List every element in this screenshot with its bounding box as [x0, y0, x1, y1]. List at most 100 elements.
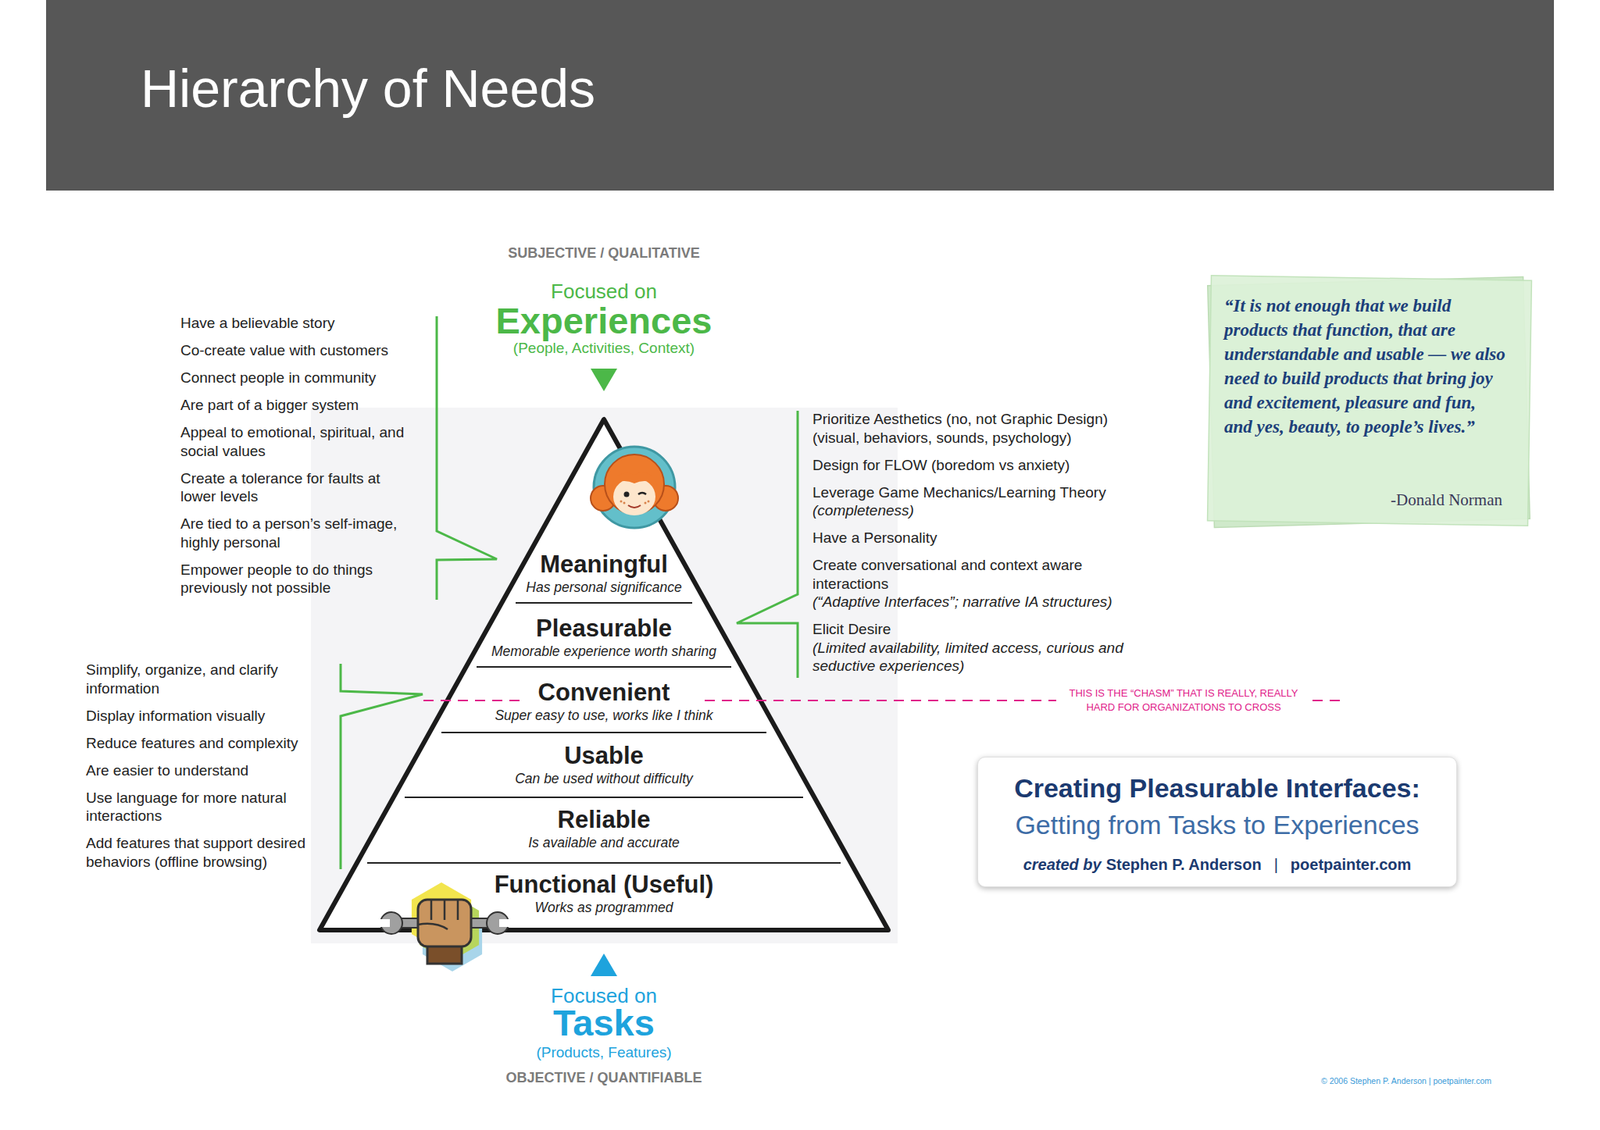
level-name: Functional (Useful) — [494, 871, 715, 900]
quote-author: -Donald Norman — [1390, 490, 1503, 510]
list-text: Leverage Game Mechanics/Learning Theory — [812, 483, 1141, 503]
focus-label: Focused on — [369, 279, 839, 304]
list-item: Co-create value with customers — [180, 341, 415, 361]
level-description: Memorable experience worth sharing — [491, 642, 717, 661]
quote-note: “It is not enough that we build products… — [1209, 278, 1530, 525]
chasm-line — [704, 700, 1057, 702]
list-item: Are part of a bigger system — [180, 396, 415, 415]
list-item: Use language for more natural interactio… — [85, 789, 321, 826]
level-name: Usable — [564, 742, 644, 771]
level-description: Super easy to use, works like I think — [494, 707, 713, 725]
list-text: Use language for more natural interactio… — [85, 789, 321, 826]
list-item: Have a believable story — [180, 314, 415, 333]
pyramid-level: UsableCan be used without difficulty — [432, 735, 776, 795]
fist — [417, 900, 472, 947]
finger-line — [430, 900, 433, 921]
list-text: Are part of a bigger system — [180, 396, 415, 415]
list-text: Simplify, organize, and clarify informat… — [85, 660, 321, 698]
level-divider — [404, 796, 804, 799]
list-item: Are tied to a person’s self-image, highl… — [180, 514, 415, 552]
chasm-line — [423, 700, 525, 702]
list-item: Leverage Game Mechanics/Learning Theory(… — [812, 483, 1141, 521]
list-text: Create a tolerance for faults at lower l… — [180, 469, 415, 507]
list-text: Display information visually — [85, 707, 321, 726]
list-item: Have a Personality — [812, 528, 1141, 548]
list-text: Are easier to understand — [85, 761, 321, 781]
level-description: Is available and accurate — [528, 834, 680, 852]
bullet-list: Have a believable storyCo-create value w… — [180, 314, 415, 607]
chasm-note: THIS IS THE “CHASM” THAT IS REALLY, REAL… — [1062, 686, 1305, 715]
focus-heading: Experiences — [369, 299, 839, 343]
axis-label: SUBJECTIVE / QUALITATIVE — [369, 244, 839, 262]
mouth — [628, 505, 641, 508]
fist-icon — [378, 882, 511, 972]
list-text: Design for FLOW (boredom vs anxiety) — [812, 456, 1141, 475]
pyramid-outline — [319, 419, 889, 931]
level-description: Can be used without difficulty — [514, 770, 693, 788]
list-text: Prioritize Aesthetics (no, not Graphic D… — [812, 410, 1141, 447]
eye — [624, 492, 630, 498]
pyramid-level: PleasurableMemorable experience worth sh… — [439, 607, 768, 668]
girl-icon — [590, 446, 679, 529]
list-note: (Limited availability, limited access, c… — [812, 639, 1141, 676]
level-description: Has personal significance — [525, 578, 682, 597]
list-item: Appeal to emotional, spiritual, and soci… — [180, 423, 415, 461]
bangs — [610, 472, 658, 486]
list-note: (“Adaptive Interfaces”; narrative IA str… — [812, 592, 1141, 612]
wrench-notch — [499, 919, 511, 928]
pyramid-level: Functional (Useful)Works as programmed — [416, 864, 792, 924]
list-text: Create conversational and context aware … — [812, 556, 1141, 593]
hexagon — [411, 882, 472, 952]
chasm-line — [1312, 700, 1345, 702]
icon-badge — [593, 446, 675, 529]
list-item: Elicit Desire(Limited availability, limi… — [812, 620, 1141, 676]
finger-line — [457, 900, 460, 921]
credit-text: | — [1274, 856, 1279, 874]
list-text: Appeal to emotional, spiritual, and soci… — [180, 423, 415, 461]
bullet-list: Prioritize Aesthetics (no, not Graphic D… — [812, 410, 1141, 685]
up-arrowhead — [590, 953, 618, 977]
credit-row: created byStephen P. Anderson|poetpainte… — [978, 854, 1457, 875]
credit-text: created by — [1023, 856, 1102, 874]
pyramid-level: ReliableIs available and accurate — [424, 799, 784, 859]
level-divider — [441, 732, 767, 734]
pyramid-level: MeaningfulHas personal significance — [478, 543, 729, 604]
focus-heading: Tasks — [369, 1001, 839, 1046]
credit-text: Stephen P. Anderson — [1106, 856, 1262, 874]
list-item: Design for FLOW (boredom vs anxiety) — [812, 456, 1141, 475]
copyright-note: © 2006 Stephen P. Anderson | poetpainter… — [1321, 1075, 1556, 1087]
title-card: Creating Pleasurable Interfaces:Getting … — [977, 757, 1458, 888]
level-divider — [476, 666, 732, 668]
list-text: Have a believable story — [180, 314, 415, 333]
list-item: Reduce features and complexity — [85, 734, 321, 754]
list-item: Add features that support desired behavi… — [85, 834, 321, 872]
list-item: Create a tolerance for faults at lower l… — [180, 469, 415, 507]
wrench-notch — [378, 919, 390, 928]
list-text: Empower people to do things previously n… — [180, 560, 415, 598]
thumb — [417, 924, 448, 930]
level-divider — [367, 862, 841, 865]
freckle — [620, 500, 623, 504]
list-text: Add features that support desired behavi… — [85, 834, 321, 872]
list-text: Co-create value with customers — [180, 341, 415, 361]
freckle — [644, 502, 647, 505]
pyramid-level: ConvenientSuper easy to use, works like … — [432, 671, 776, 732]
level-description: Works as programmed — [535, 899, 674, 917]
green-bracket — [736, 410, 798, 679]
level-name: Meaningful — [539, 550, 668, 579]
face — [613, 478, 656, 516]
list-item: Prioritize Aesthetics (no, not Graphic D… — [812, 410, 1141, 447]
level-name: Reliable — [557, 806, 651, 835]
list-item: Connect people in community — [180, 368, 415, 388]
finger-line — [443, 900, 447, 921]
page-title: Hierarchy of Needs — [140, 57, 596, 120]
list-text: Connect people in community — [180, 368, 415, 388]
list-note: (completeness) — [812, 501, 1141, 521]
quote-text: “It is not enough that we build products… — [1224, 293, 1507, 440]
list-text: Have a Personality — [812, 528, 1141, 548]
list-text: Elicit Desire — [812, 620, 1141, 640]
eye — [638, 492, 647, 495]
level-name: Pleasurable — [535, 614, 672, 643]
freckle — [623, 502, 626, 505]
